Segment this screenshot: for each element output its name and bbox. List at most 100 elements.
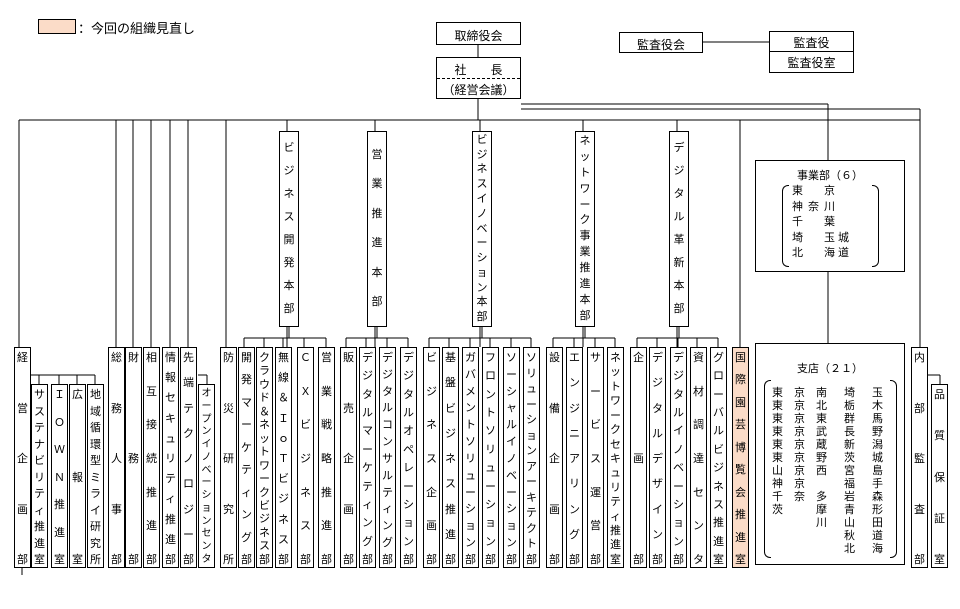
jigyobu-char: 葉 — [824, 215, 835, 228]
unit-label: 先端テクノロジー部 — [183, 351, 194, 566]
unit-box-0: 経営企画部 — [14, 347, 31, 568]
shiten-char: 形 — [872, 503, 883, 516]
shiten-bracket-left — [764, 380, 771, 558]
auditor-divider — [770, 51, 853, 52]
shiten-char: 野 — [816, 451, 827, 464]
legend-text: ：今回の組織見直し — [78, 22, 196, 37]
unit-box-3: 広報室 — [69, 384, 86, 568]
unit-box-34: 資材調達センタ — [690, 347, 707, 568]
shiten-char: 京 — [794, 386, 805, 399]
shiten-char: 西 — [816, 464, 827, 477]
management-meeting-label: （経営会議） — [442, 83, 515, 97]
unit-box-16: 営業戦略推進部 — [318, 347, 335, 568]
shiten-char: 馬 — [872, 412, 883, 425]
president-divider — [437, 78, 520, 79]
unit-box-11: 防災研究所 — [220, 347, 237, 568]
unit-box-36: 国際園芸博覧会推進室 — [732, 347, 749, 568]
unit-box-24: フロントソリューション部 — [482, 347, 499, 568]
board-box: 取締役会 — [436, 22, 521, 45]
division-box-biz-innov: ビジネスイノベーション本部 — [472, 131, 492, 327]
division-box-digital: デジタル革新本部 — [669, 131, 689, 327]
unit-box-4: 地域循環型ミライ研究所 — [87, 384, 104, 568]
division-box-sales-promo: 営業推進本部 — [367, 131, 387, 327]
unit-box-32: デジタルデザイン部 — [649, 347, 666, 568]
unit-box-12: 開発マーケティング部 — [238, 347, 255, 568]
shiten-char: 東 — [772, 399, 783, 412]
unit-box-35: グローバルビジネス推進室 — [710, 347, 727, 568]
unit-label: 相互接続推進部 — [146, 351, 157, 566]
president-box: 社 長 （経営会議） — [436, 57, 521, 99]
unit-box-1: サステナビリティ推進室 — [31, 384, 48, 568]
unit-box-7: 相互接続推進部 — [143, 347, 160, 568]
jigyobu-char: 道 — [838, 246, 849, 259]
jigyobu-char: 千 — [792, 215, 803, 228]
unit-box-23: ガバメントソリューション部 — [462, 347, 479, 568]
unit-label: デジタルデザイン部 — [652, 351, 663, 566]
division-box-biz-dev: ビジネス開発本部 — [279, 131, 299, 327]
shiten-char: 京 — [794, 451, 805, 464]
unit-label: 開発マーケティング部 — [241, 351, 252, 566]
shiten-char: 茨 — [772, 503, 783, 516]
shiten-char: 東 — [772, 425, 783, 438]
unit-box-33: デジタルイノベーション部 — [670, 347, 687, 568]
shiten-char: 東 — [772, 451, 783, 464]
unit-label: 地域循環型ミライ研究所 — [90, 388, 101, 566]
unit-label: フロントソリューション部 — [485, 351, 496, 566]
jigyobu-char — [808, 245, 819, 261]
shiten-char: 川 — [816, 516, 827, 529]
unit-box-19: デジタルコンサルティング部 — [379, 347, 396, 568]
jigyobu-char: 埼 — [792, 230, 803, 244]
audit-board-box: 監査役会 — [619, 32, 703, 53]
shiten-char: 京 — [794, 438, 805, 451]
audit-board-label: 監査役会 — [636, 38, 685, 52]
shiten-char: 京 — [794, 425, 805, 438]
unit-box-30: ネットワークセキュリティ推進室 — [607, 347, 624, 568]
shiten-char: 道 — [872, 529, 883, 542]
shiten-char: 海 — [872, 542, 883, 555]
shiten-char: 東 — [772, 438, 783, 451]
jigyobu-char: 奈 — [808, 199, 819, 213]
division-label: 営業推進本部 — [371, 147, 383, 309]
shiten-char: 東 — [772, 386, 783, 399]
shiten-char: 田 — [872, 516, 883, 529]
division-label: ネットワーク事業推進本部 — [579, 133, 591, 322]
unit-box-21: ビジネス企画部 — [423, 347, 440, 568]
unit-label: サステナビリティ推進室 — [34, 388, 45, 566]
unit-box-20: デジタルオペレーション部 — [400, 347, 417, 568]
unit-label: 基盤ビジネス推進部 — [445, 351, 456, 566]
shiten-title: 支店（２１） — [797, 362, 863, 375]
shiten-char: 新 — [844, 438, 855, 451]
unit-label: 経営企画部 — [17, 351, 28, 566]
shiten-char: 武 — [816, 425, 827, 438]
jigyobu-char: 神 — [792, 199, 803, 213]
unit-box-25: ソーシャルイノベーション部 — [503, 347, 520, 568]
shiten-char: 森 — [872, 490, 883, 503]
shiten-char: 野 — [872, 425, 883, 438]
unit-label: 営業戦略推進部 — [321, 351, 332, 566]
jigyobu-box: 事業部（６） 東神千埼北 奈 京川葉玉海 城道 — [755, 160, 905, 272]
jigyobu-char — [838, 214, 849, 230]
shiten-char: 京 — [794, 412, 805, 425]
unit-box-26: ソリューションアーキテクト部 — [523, 347, 540, 568]
jigyobu-bracket-left — [782, 185, 789, 267]
shiten-char: 潟 — [872, 438, 883, 451]
unit-label: グローバルビジネス推進室 — [713, 351, 724, 566]
unit-label: 内部監査部 — [914, 351, 925, 566]
shiten-char: 北 — [816, 399, 827, 412]
unit-box-27: 設備企画部 — [546, 347, 563, 568]
shiten-char: 南 — [816, 386, 827, 399]
unit-box-28: エンジニアリング部 — [566, 347, 583, 568]
jigyobu-char: 海 — [824, 246, 835, 259]
shiten-char: 山 — [844, 516, 855, 529]
shiten-char: 長 — [844, 425, 855, 438]
jigyobu-char — [808, 230, 819, 246]
unit-box-9: 先端テクノロジー部 — [180, 347, 197, 568]
auditor-label: 監査役 — [793, 36, 830, 50]
unit-box-37: 内部監査部 — [911, 347, 928, 568]
division-box-network: ネットワーク事業推進本部 — [575, 131, 595, 327]
unit-box-38: 品質保証室 — [931, 384, 948, 568]
auditor-office-label: 監査役室 — [787, 56, 836, 70]
shiten-char: 木 — [872, 399, 883, 412]
